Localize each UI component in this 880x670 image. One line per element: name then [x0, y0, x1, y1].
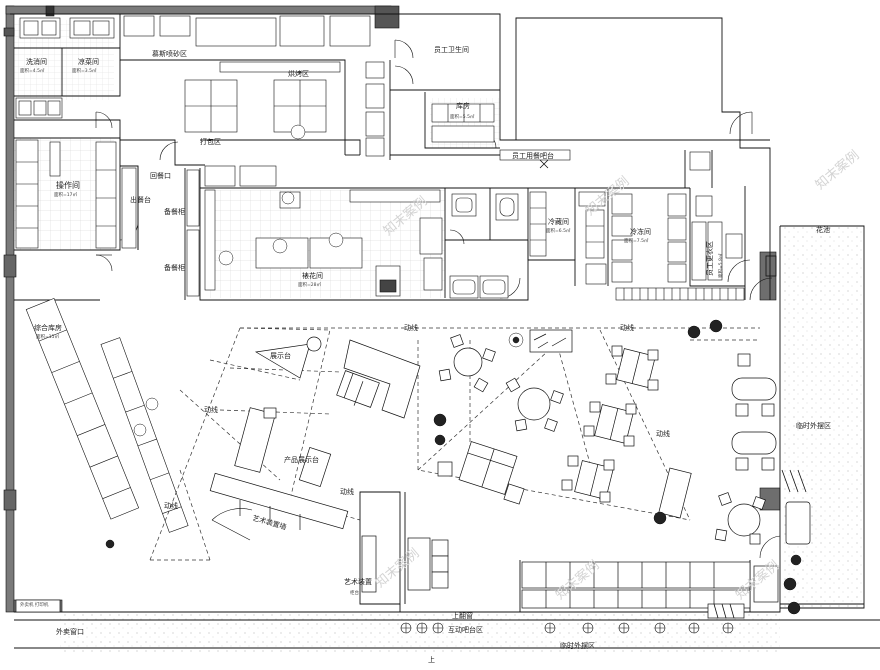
general-storage-label: 综合库房: [34, 323, 62, 332]
traffic-label-2: 动线: [620, 323, 634, 332]
temp-outdoor-right-label: 临时外摆区: [796, 421, 831, 430]
freezer-area: 面积=7.5㎡: [624, 237, 649, 244]
storage-area: 面积=5.5㎡: [450, 113, 475, 120]
staff-locker-label: 员工更衣区: [705, 241, 714, 276]
decorating-label: 裱花间: [302, 271, 323, 280]
pack-label: 打包区: [200, 137, 221, 146]
dishwash-label: 洗消间: [26, 57, 47, 66]
staff-locker-sub: 面积=5.8㎡: [717, 253, 724, 278]
outline: [10, 13, 880, 649]
window-stools: [400, 622, 734, 634]
interior-walls: [14, 14, 751, 612]
cold-storage-area: 面积=6.5㎡: [546, 227, 571, 234]
traffic-label-6: 动线: [340, 487, 354, 496]
labels: 洗消间 面积=4.5㎡ 凉菜间 面积=3.5㎡ 慕斯喷砂区 烘烤区 员工卫生间 …: [20, 45, 831, 664]
plants: [105, 124, 802, 615]
general-storage-area: 面积=15㎡: [36, 333, 59, 340]
traffic-label-1: 动线: [404, 323, 418, 332]
bottom-marker: 上: [428, 655, 435, 664]
order-window-label: 上翻窗: [452, 611, 473, 620]
prep2-label: 备餐柜: [164, 263, 185, 272]
art-install-label: 艺术装置: [344, 577, 372, 586]
kitchen-fixtures: [15, 15, 743, 533]
flower-bed-label: 花池: [816, 225, 830, 234]
dining-furniture: [15, 329, 811, 619]
exterior-marks: [539, 159, 807, 619]
decorating-area: 面积=28㎡: [298, 281, 321, 288]
bottom-sign: 外卖机 打印机: [20, 601, 49, 608]
prep1-label: 备餐柜: [164, 207, 185, 216]
cold-storage-label: 冷藏间: [548, 217, 569, 226]
return-window-label: 回餐口: [150, 171, 171, 180]
traffic-label-4: 动线: [164, 501, 178, 510]
display-table-label: 展示台: [270, 351, 291, 360]
traffic-label-5: 动线: [656, 429, 670, 438]
traffic-label-3: 动线: [204, 405, 218, 414]
staff-dining-label: 员工用餐吧台: [512, 151, 554, 160]
art-install-sub: 柜台: [350, 589, 359, 596]
staff-wc-label: 员工卫生间: [434, 45, 469, 54]
cold-dish-label: 凉菜间: [78, 57, 99, 66]
mousse-label: 慕斯喷砂区: [152, 49, 187, 58]
cold-dish-area: 面积=3.5㎡: [72, 67, 97, 74]
bake-label: 烘烤区: [288, 69, 309, 78]
out-window-label: 出餐台: [130, 195, 151, 204]
vents: [615, 287, 745, 301]
product-display-label: 产品展示台: [284, 455, 319, 464]
operation-area: 面积=17㎡: [54, 191, 77, 198]
interactive-bar-label: 互动吧台区: [448, 625, 483, 634]
temp-outdoor-bottom-label: 临时外摆区: [560, 641, 595, 650]
freezer-label: 冷冻间: [630, 227, 651, 236]
takeaway-label: 外卖窗口: [56, 627, 84, 636]
storage-label: 库房: [456, 101, 470, 110]
dishwash-area: 面积=4.5㎡: [20, 67, 45, 74]
operation-label: 操作间: [56, 180, 80, 190]
watermark-1: 知末案例: [812, 147, 862, 193]
art-wall-label: 艺术装置墙: [251, 513, 287, 531]
